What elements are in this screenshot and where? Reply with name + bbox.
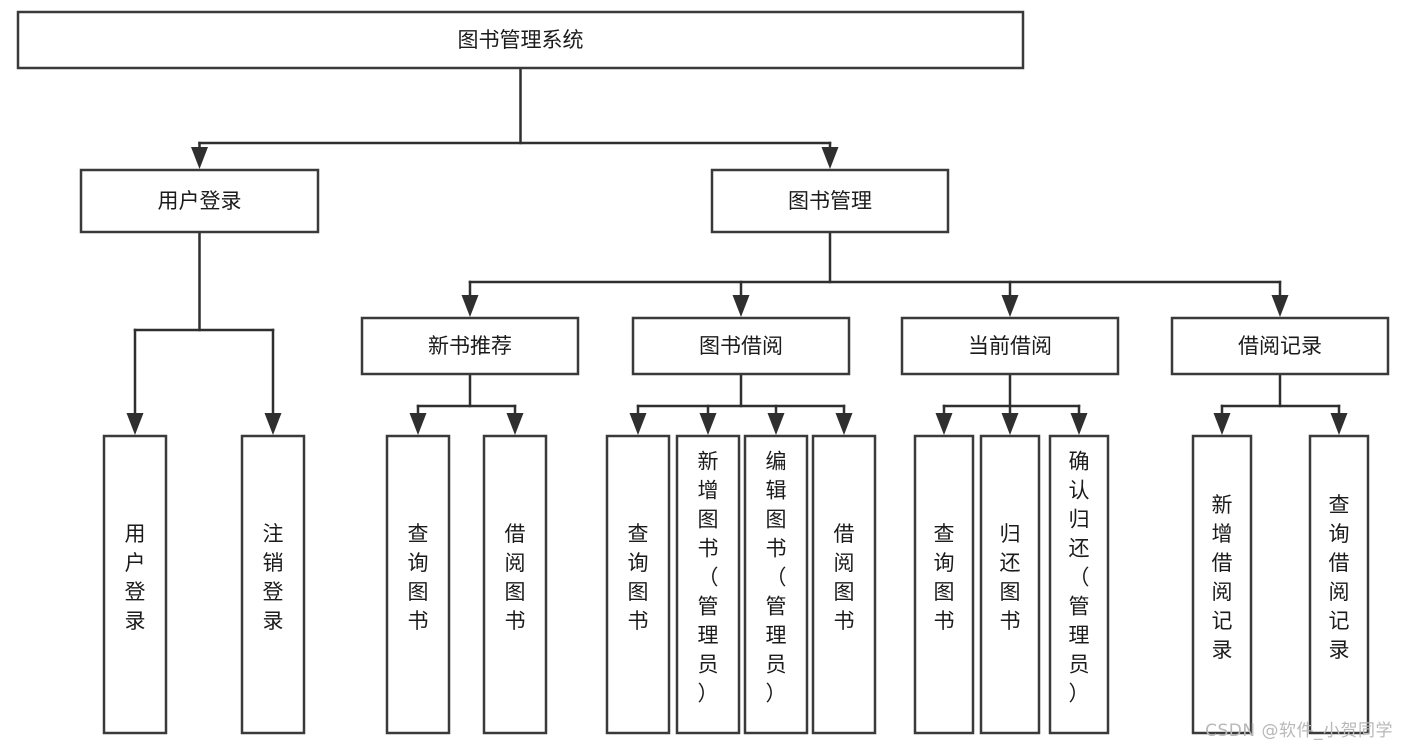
node-label: 查询借阅记录 [1329,493,1350,662]
node-n_borrow[interactable]: 图书借阅 [631,316,851,376]
arrow-head-icon [732,295,750,317]
arrow-head-icon [461,295,479,317]
arrow-head-icon [699,413,717,435]
node-label: 借阅图书 [834,522,855,633]
node-box [240,434,306,735]
node-box [1191,434,1253,735]
node-l_query_book_3[interactable]: 查询图书 [913,434,975,735]
node-l_query_record[interactable]: 查询借阅记录 [1308,434,1370,735]
node-box [1048,434,1110,735]
arrow-head-icon [191,147,208,169]
arrow-head-icon [1330,413,1348,435]
node-l_return_book[interactable]: 归还图书 [979,434,1041,735]
arrow-head-icon [1001,295,1019,317]
node-n_current[interactable]: 当前借阅 [900,316,1120,376]
node-label: 确认归还（管理员） [1069,450,1090,706]
node-label: 图书借阅 [699,334,783,358]
node-label: 注销登录 [263,522,284,633]
node-l_borrow_book_1[interactable]: 借阅图书 [482,434,548,735]
node-box [675,434,741,735]
node-box [710,168,950,234]
edge-layer [126,66,1348,435]
arrow-head-icon [629,413,647,435]
node-box [979,434,1041,735]
node-n_new_rec[interactable]: 新书推荐 [360,316,580,376]
node-box [811,434,877,735]
arrow-head-icon [1213,413,1231,435]
node-n_book_manage[interactable]: 图书管理 [710,168,950,234]
node-label: 新书推荐 [428,334,512,358]
node-box [79,168,320,234]
node-label: 借阅图书 [505,522,526,633]
node-box [360,316,580,376]
node-l_confirm_return[interactable]: 确认归还（管理员） [1048,434,1110,735]
node-box [913,434,975,735]
node-box [1170,316,1390,376]
node-l_query_book_2[interactable]: 查询图书 [605,434,671,735]
node-label: 图书管理系统 [458,28,584,52]
node-n_user_login[interactable]: 用户登录 [79,168,320,234]
node-label: 新增借阅记录 [1212,493,1233,662]
node-l_logout[interactable]: 注销登录 [240,434,306,735]
arrow-head-icon [821,147,839,169]
node-l_edit_book[interactable]: 编辑图书（管理员） [743,434,809,735]
node-label: 查询图书 [408,522,429,633]
node-box [1308,434,1370,735]
node-l_add_record[interactable]: 新增借阅记录 [1191,434,1253,735]
arrow-head-icon [506,413,524,435]
node-label: 用户登录 [158,189,242,213]
node-label: 借阅记录 [1238,334,1322,358]
node-label: 新增图书（管理员） [698,450,719,706]
arrow-head-icon [1001,413,1019,435]
node-label: 编辑图书（管理员） [766,450,787,706]
node-l_add_book[interactable]: 新增图书（管理员） [675,434,741,735]
node-label: 当前借阅 [968,334,1052,358]
node-label: 查询图书 [934,522,955,633]
arrow-head-icon [126,413,144,435]
node-l_query_book_1[interactable]: 查询图书 [385,434,451,735]
node-box [482,434,548,735]
node-box [900,316,1120,376]
node-root[interactable]: 图书管理系统 [16,10,1025,70]
node-box [385,434,451,735]
arrow-head-icon [264,413,282,435]
node-label: 用户登录 [125,522,146,633]
arrow-head-icon [1271,295,1289,317]
node-l_borrow_book_2[interactable]: 借阅图书 [811,434,877,735]
node-box [743,434,809,735]
node-label: 查询图书 [628,522,649,633]
node-label: 图书管理 [788,189,872,213]
node-box [631,316,851,376]
node-box [16,10,1025,70]
node-label: 归还图书 [1000,522,1021,633]
arrow-head-icon [767,413,785,435]
node-l_user_login[interactable]: 用户登录 [102,434,168,735]
node-box [605,434,671,735]
arrow-head-icon [1070,413,1088,435]
arrow-head-icon [935,413,953,435]
arrow-head-icon [409,413,427,435]
node-n_record[interactable]: 借阅记录 [1170,316,1390,376]
node-layer: 图书管理系统用户登录图书管理新书推荐图书借阅当前借阅借阅记录用户登录注销登录查询… [16,10,1390,735]
arrow-head-icon [835,413,853,435]
node-box [102,434,168,735]
